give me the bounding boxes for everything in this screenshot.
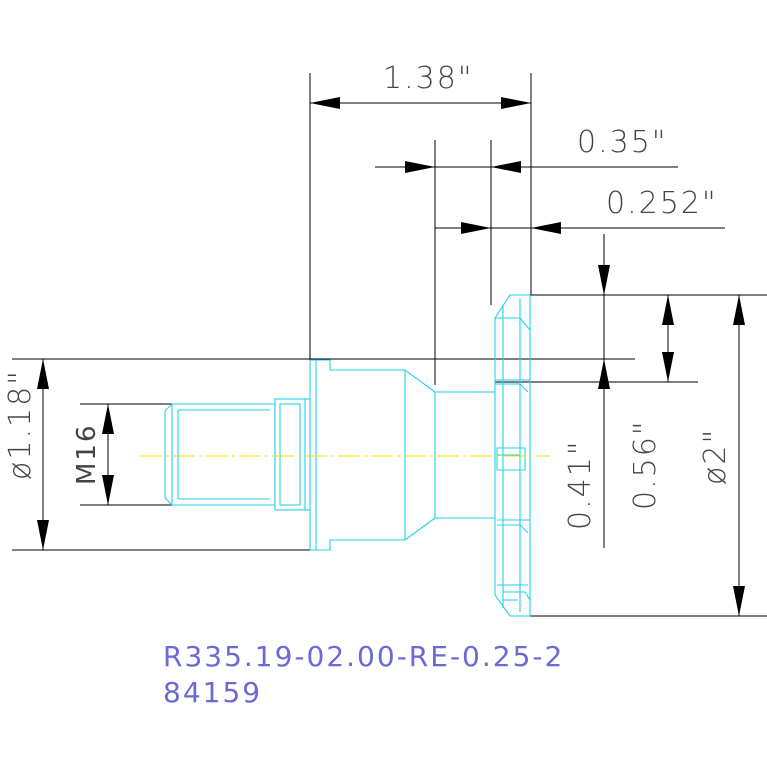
dim-depth-large: 0.56" (628, 419, 663, 510)
dim-thread: M16 (72, 423, 102, 485)
dim-cutter-width: 0.35" (577, 125, 668, 160)
part-number: 84159 (163, 676, 262, 709)
dim-offset: 0.252" (606, 186, 718, 221)
dim-shank-diameter: ø1.18" (3, 369, 38, 480)
part-code: R335.19-02.00-RE-0.25-2 (163, 640, 564, 673)
dim-cutter-diameter: ø2" (698, 428, 733, 485)
dim-depth-small: 0.41" (563, 439, 598, 530)
part-outline (164, 294, 531, 617)
dim-overall-length: 1.38" (383, 61, 474, 96)
dimension-lines (12, 73, 767, 617)
